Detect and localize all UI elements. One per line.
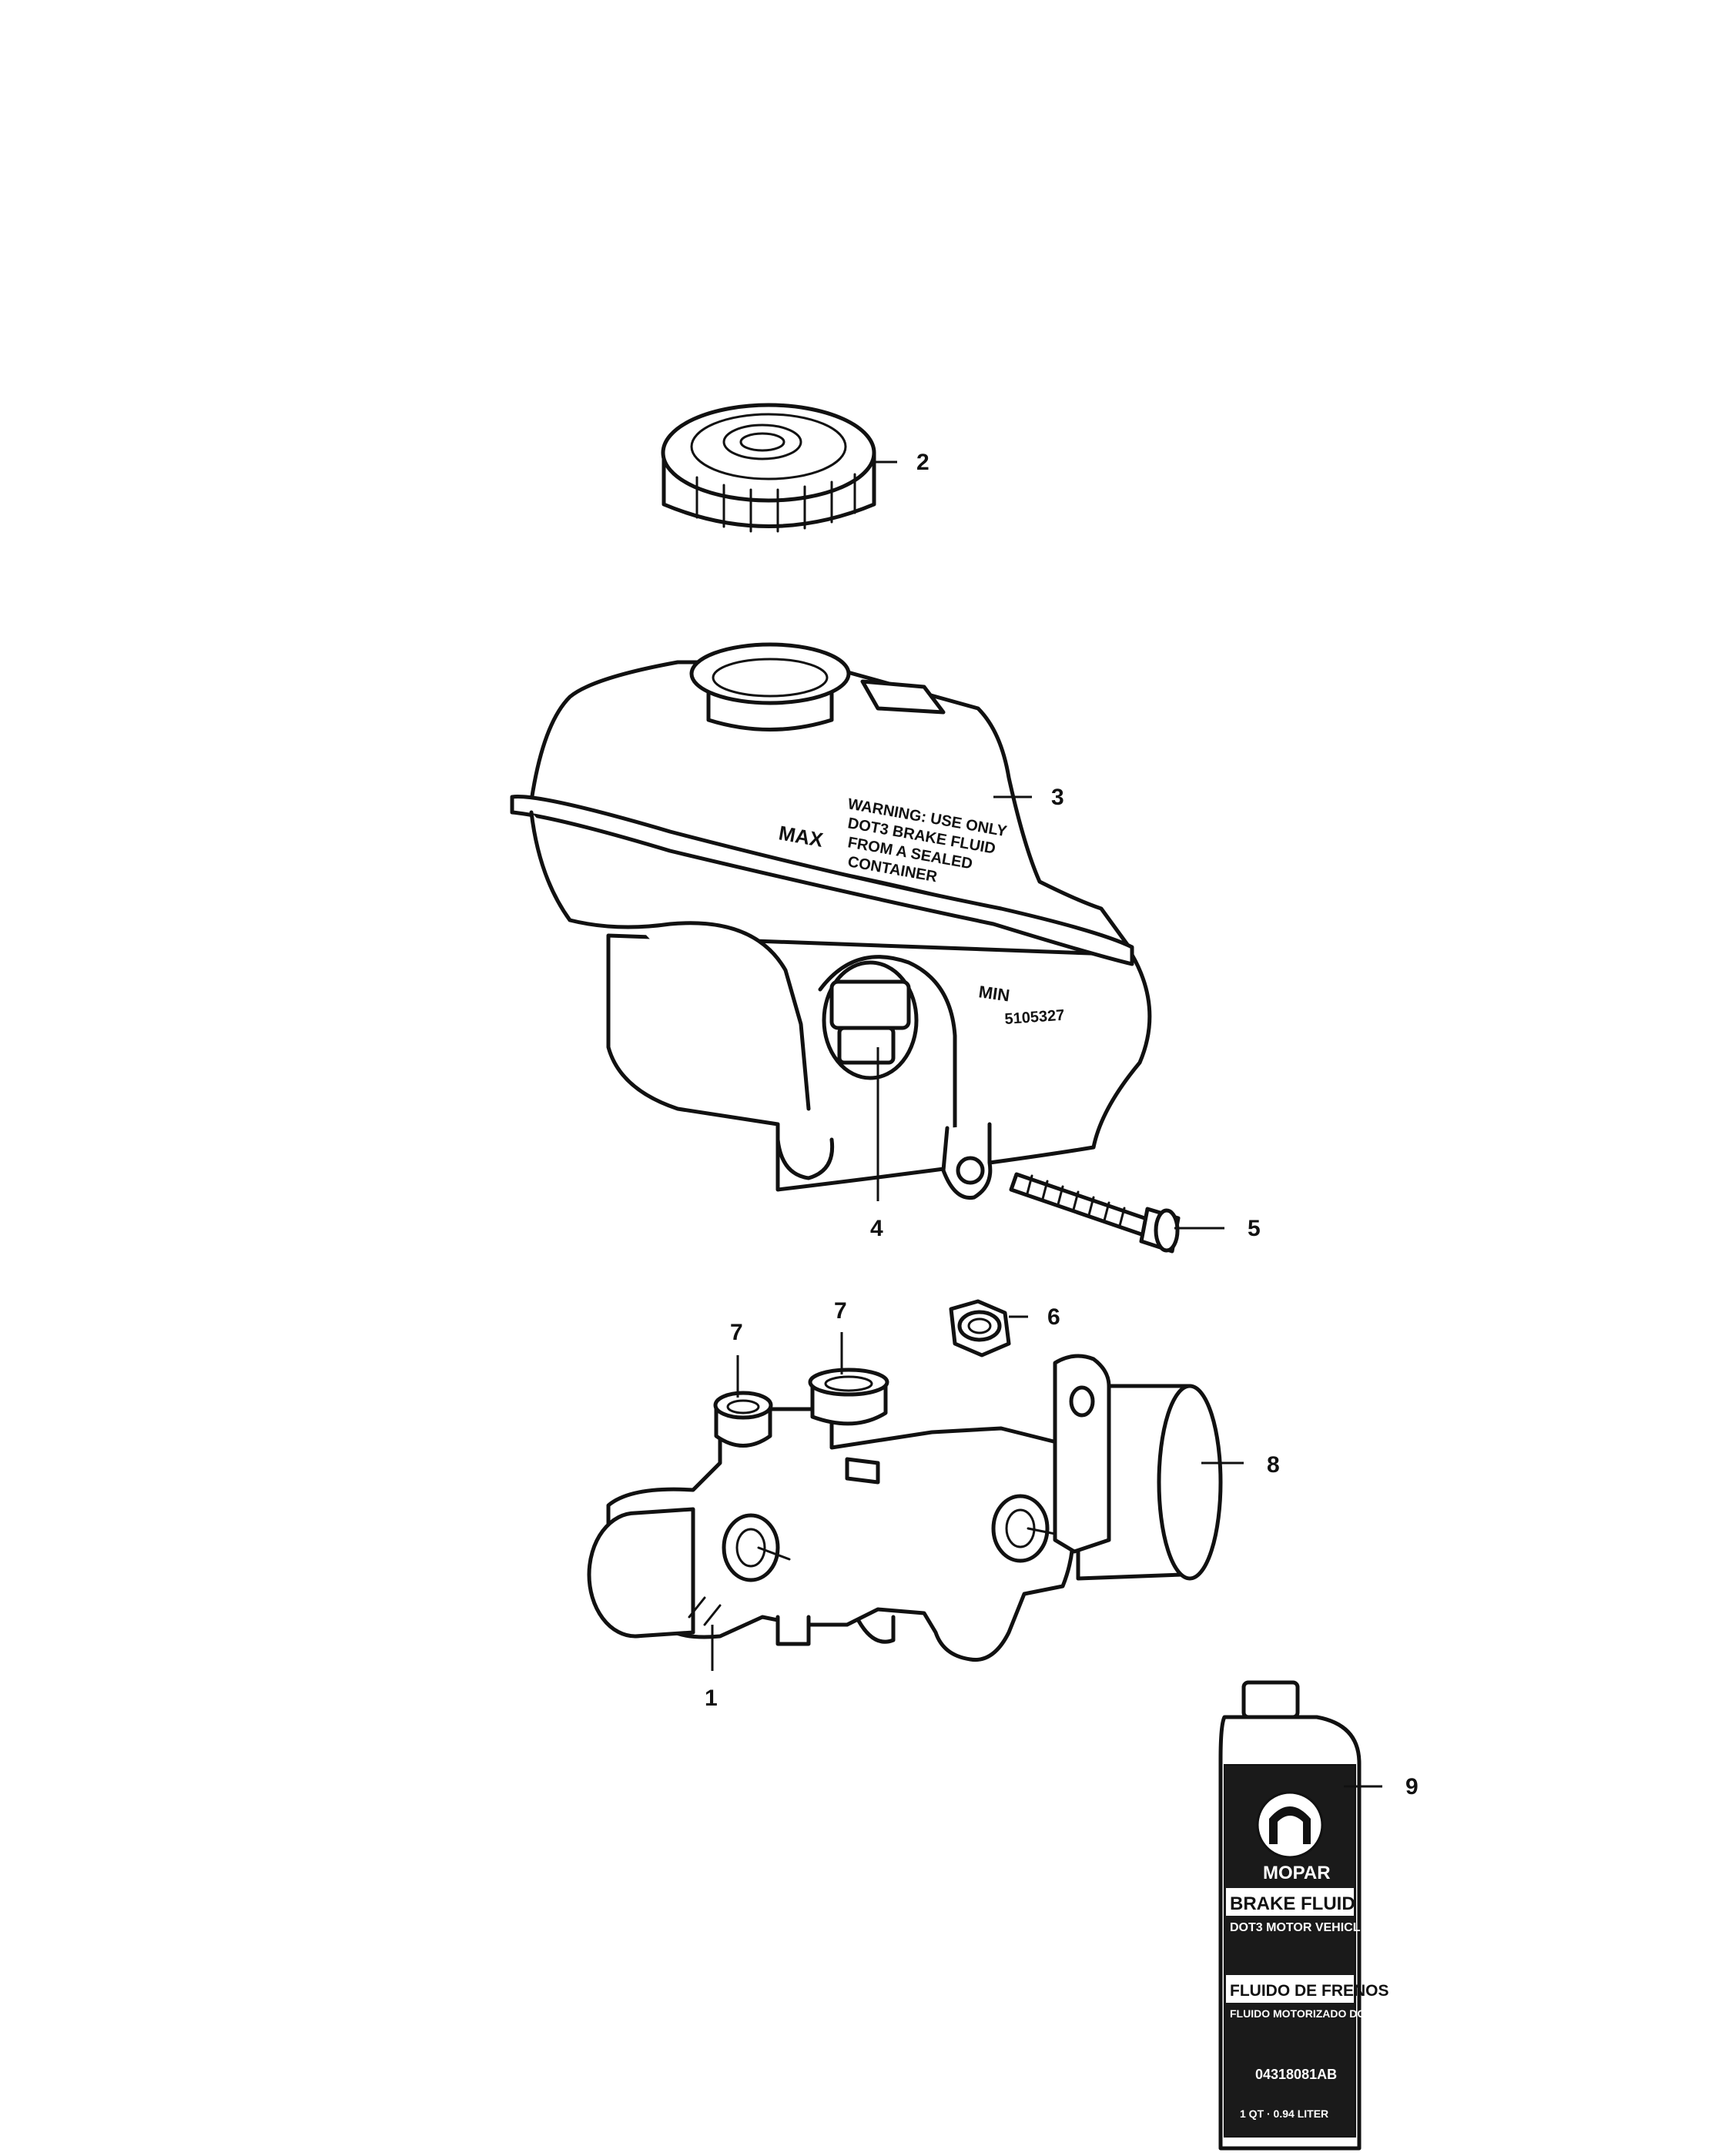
callouts: 2 3 4 5 6 7 7 8 1 9 xyxy=(705,450,1419,1799)
callout-3: 3 xyxy=(1051,785,1064,810)
callout-1: 1 xyxy=(705,1686,718,1711)
bottle-brand: MOPAR xyxy=(1263,1863,1331,1883)
callout-7-left: 7 xyxy=(730,1320,743,1345)
hex-nut xyxy=(949,1299,1011,1358)
callout-6: 6 xyxy=(1047,1304,1060,1330)
callout-9: 9 xyxy=(1405,1774,1419,1799)
callout-7-right: 7 xyxy=(834,1298,847,1324)
callout-4: 4 xyxy=(870,1216,883,1241)
callout-5: 5 xyxy=(1248,1216,1261,1241)
bottle-volume: 1 QT · 0.94 LITER xyxy=(1240,2107,1328,2120)
bottle-spec-es: FLUIDO MOTORIZADO DOT3 xyxy=(1230,2007,1378,2020)
seal-boot xyxy=(1076,1384,1223,1581)
callout-2: 2 xyxy=(916,450,929,475)
reservoir-min-mark: MIN xyxy=(977,982,1010,1005)
bottle-part-number: 04318081AB xyxy=(1255,2067,1337,2082)
leader-lines xyxy=(711,460,1382,1788)
mounting-bolt xyxy=(1009,1172,1181,1254)
bottle-product-es: FLUIDO DE FRENOS xyxy=(1230,1982,1389,2000)
master-cylinder-body xyxy=(587,1354,1111,1662)
reservoir-part-number: 5105327 xyxy=(1004,1007,1065,1028)
bottle-product-en: BRAKE FLUID xyxy=(1230,1893,1355,1914)
bottle-spec-en: DOT3 MOTOR VEHICLE xyxy=(1230,1921,1368,1934)
reservoir-cap xyxy=(661,403,876,533)
brake-fluid-bottle: MOPAR BRAKE FLUID DOT3 MOTOR VEHICLE FLU… xyxy=(1218,1680,1389,2151)
callout-8: 8 xyxy=(1267,1452,1280,1478)
fluid-reservoir: MAX MIN WARNING: USE ONLY DOT3 BRAKE FLU… xyxy=(510,642,1152,1200)
